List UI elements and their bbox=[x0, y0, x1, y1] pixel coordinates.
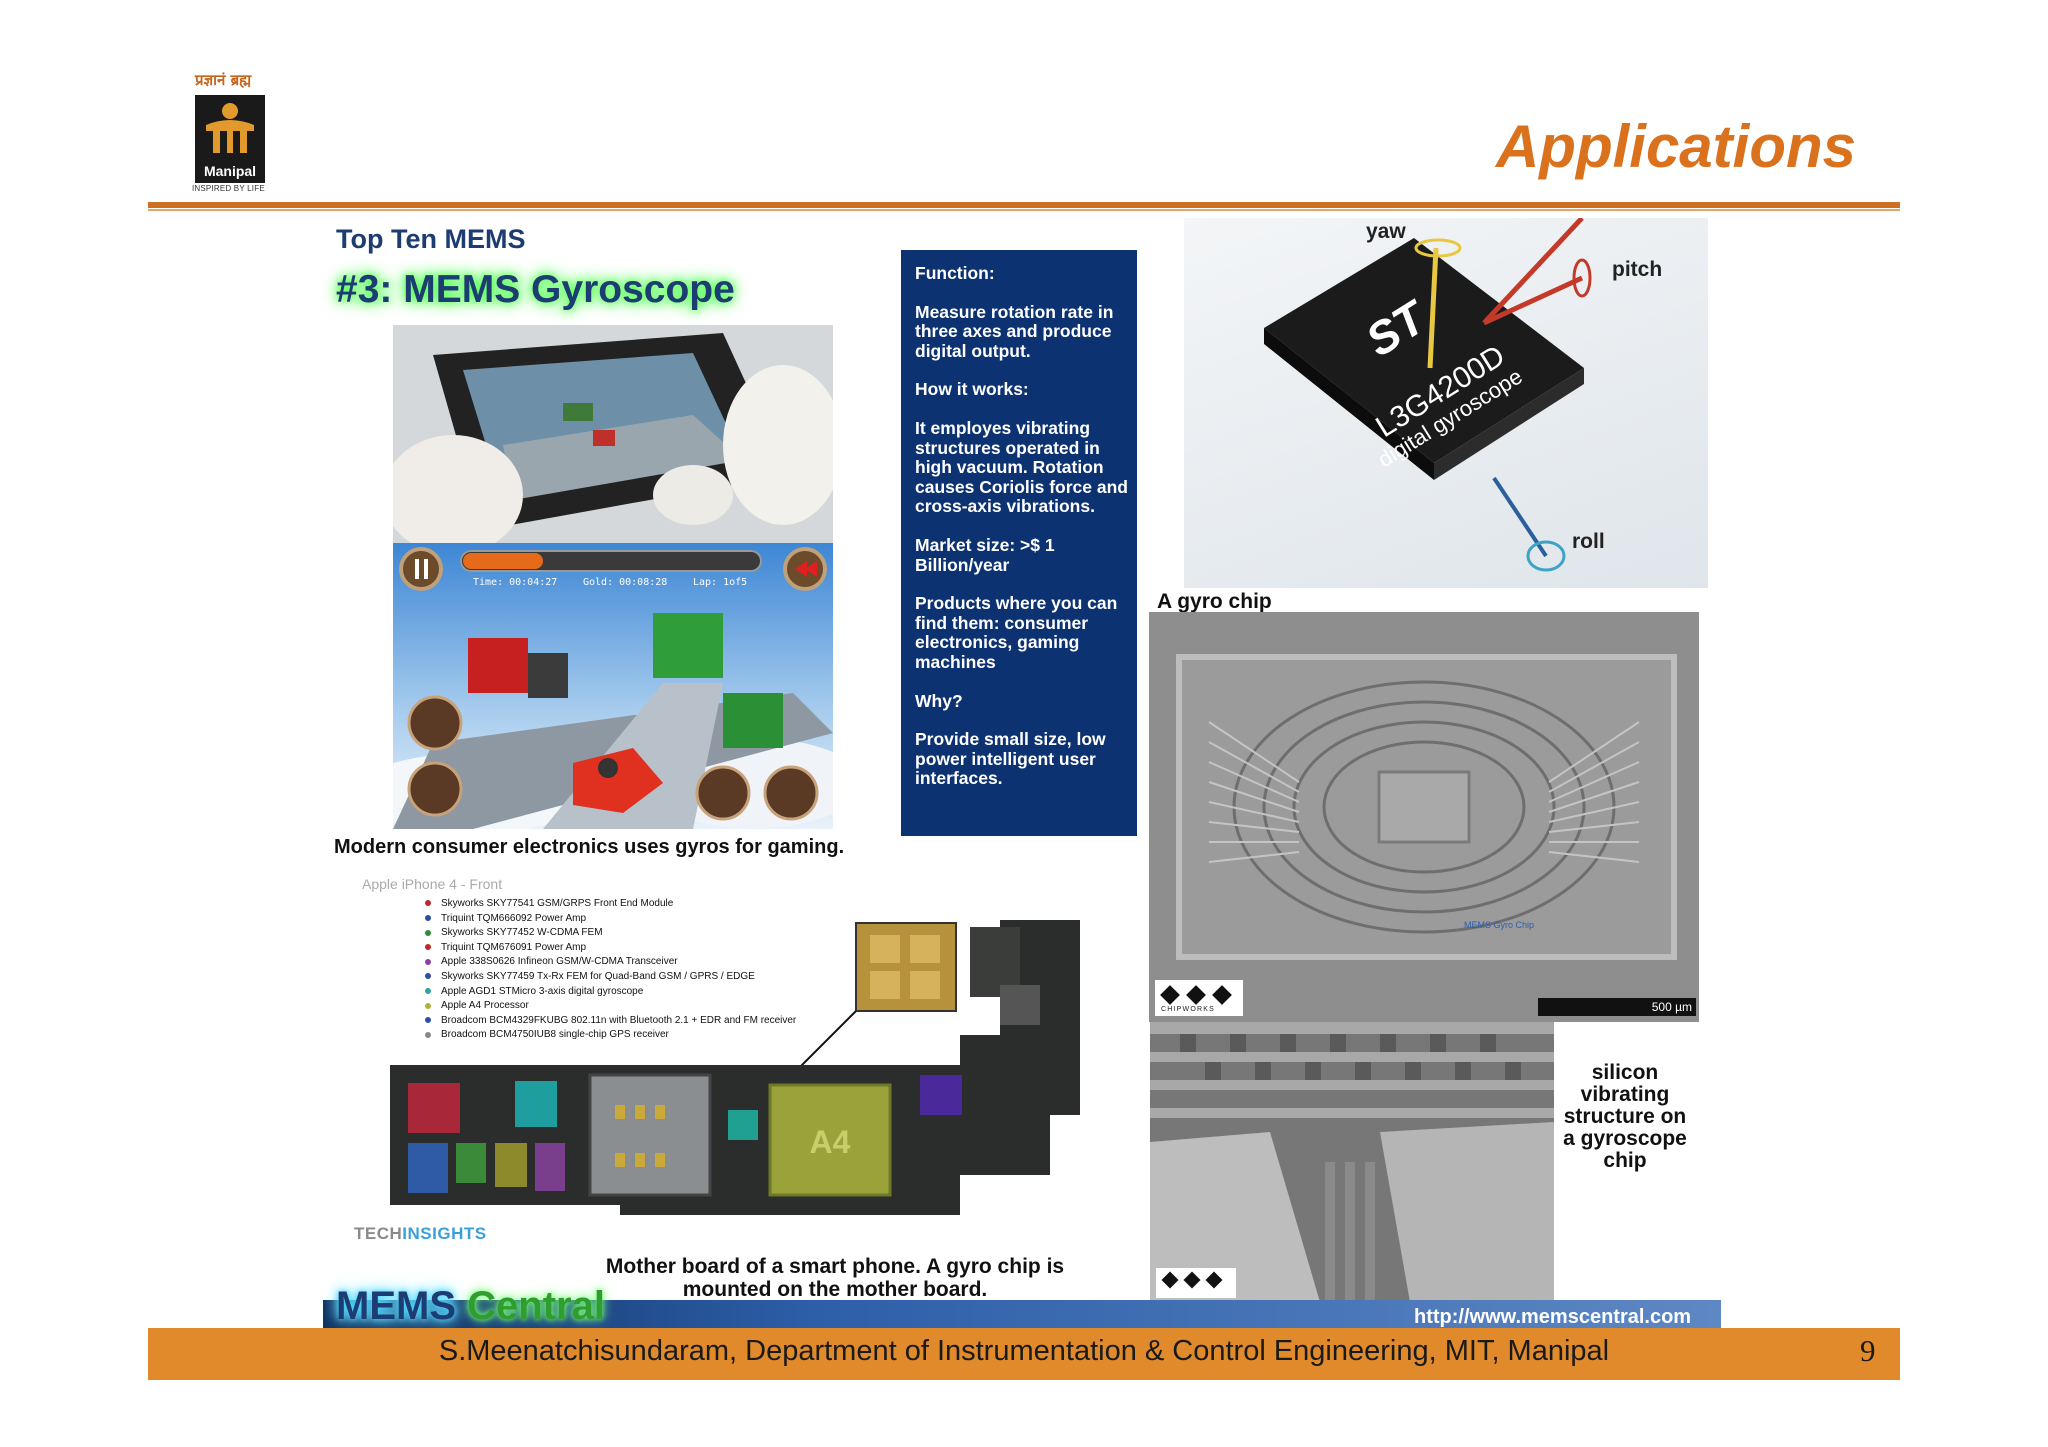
iphone-motherboard-image: A4 bbox=[360, 915, 1090, 1235]
component-dot bbox=[425, 973, 431, 980]
logo-name: Manipal bbox=[203, 163, 257, 179]
why-heading: Why? bbox=[915, 690, 963, 711]
component-legend: Skyworks SKY77541 GSM/GRPS Front End Mod… bbox=[425, 897, 796, 1043]
title-divider-light bbox=[148, 209, 1900, 211]
roll-label: roll bbox=[1572, 530, 1605, 553]
gyro-racing-game-screenshot: Time: 00:04:27 Gold: 00:08:28 Lap: 1of5 bbox=[393, 543, 833, 829]
component-dot bbox=[425, 1002, 431, 1009]
yaw-label: yaw bbox=[1366, 220, 1406, 243]
market-size: Market size: >$ 1 Billion/year bbox=[915, 534, 1055, 575]
techinsights-logo: TECHINSIGHTS bbox=[354, 1224, 487, 1243]
logo-subtitle: INSPIRED BY LIFE bbox=[192, 184, 265, 193]
how-text: It employes vibrating structures operate… bbox=[915, 417, 1128, 517]
component-dot bbox=[425, 914, 431, 921]
hud-lap: Lap: 1of5 bbox=[693, 577, 747, 588]
footer-bar bbox=[148, 1328, 1900, 1380]
component-dot bbox=[425, 1031, 431, 1038]
component-item: Broadcom BCM4750IUB8 single-chip GPS rec… bbox=[425, 1028, 796, 1043]
function-heading: Function: bbox=[915, 263, 995, 283]
how-heading: How it works: bbox=[915, 379, 1029, 400]
footer-credit: S.Meenatchisundaram, Department of Instr… bbox=[438, 1335, 1610, 1367]
mems-central-logo: MEMS Central bbox=[336, 1284, 605, 1328]
silicon-structure-caption: silicon vibrating structure on a gyrosco… bbox=[1563, 1061, 1687, 1172]
component-dot bbox=[425, 929, 431, 936]
component-item: Broadcom BCM4329FKUBG 802.11n with Bluet… bbox=[425, 1014, 796, 1029]
component-dot bbox=[425, 987, 431, 994]
mems-central-url[interactable]: http://www.memscentral.com bbox=[1414, 1306, 1692, 1328]
component-item: Apple A4 Processor bbox=[425, 999, 796, 1014]
page-number: 9 bbox=[1860, 1333, 1876, 1368]
mems-gyro-chip-label: MEMS Gyro Chip bbox=[1464, 920, 1535, 930]
chipworks-label: CHIPWORKS bbox=[1161, 1006, 1215, 1013]
gyro-chip-caption: A gyro chip bbox=[1157, 590, 1272, 613]
component-item: Triquint TQM676091 Power Amp bbox=[425, 941, 796, 956]
phone-gaming-photo bbox=[393, 325, 833, 543]
why-text: Provide small size, low power intelligen… bbox=[915, 729, 1106, 789]
component-item: Triquint TQM666092 Power Amp bbox=[425, 912, 796, 927]
a4-chip-label: A4 bbox=[810, 1124, 851, 1160]
slide-title: Applications bbox=[1495, 113, 1856, 180]
silicon-structure-sem-image bbox=[1150, 1022, 1554, 1302]
iphone-label: Apple iPhone 4 - Front bbox=[362, 876, 503, 892]
component-item: Apple 338S0626 Infineon GSM/W-CDMA Trans… bbox=[425, 955, 796, 970]
gyroscope-chip-diagram: ST L3G4200D digital gyroscope yaw pitch … bbox=[1184, 216, 1708, 588]
products-text: Products where you can find them: consum… bbox=[915, 593, 1118, 672]
component-dot bbox=[425, 958, 431, 965]
component-dot bbox=[425, 1017, 431, 1024]
logo-tagline: प्रज्ञानं ब्रह्म bbox=[195, 71, 252, 89]
title-divider bbox=[148, 202, 1900, 208]
component-item: Skyworks SKY77541 GSM/GRPS Front End Mod… bbox=[425, 897, 796, 912]
gyroscope-heading: #3: MEMS Gyroscope bbox=[336, 268, 735, 311]
hud-gold: Gold: 00:08:28 bbox=[583, 577, 667, 588]
component-item: Skyworks SKY77459 Tx-Rx FEM for Quad-Ban… bbox=[425, 970, 796, 985]
function-text: Measure rotation rate in three axes and … bbox=[915, 301, 1114, 361]
component-item: Apple AGD1 STMicro 3-axis digital gyrosc… bbox=[425, 985, 796, 1000]
motherboard-caption: Mother board of a smart phone. A gyro ch… bbox=[605, 1255, 1065, 1301]
gyro-chip-sem-image: CHIPWORKS bbox=[1149, 612, 1699, 1022]
pitch-label: pitch bbox=[1612, 258, 1663, 281]
gyroscope-info-box: Function: Measure rotation rate in three… bbox=[901, 250, 1137, 836]
scale-bar: 500 µm bbox=[1538, 998, 1696, 1016]
gaming-caption: Modern consumer electronics uses gyros f… bbox=[334, 836, 845, 858]
manipal-emblem-icon bbox=[206, 103, 254, 153]
manipal-logo: Manipal bbox=[195, 95, 265, 183]
hud-time: Time: 00:04:27 bbox=[473, 577, 557, 588]
top-ten-label: Top Ten MEMS bbox=[336, 224, 526, 254]
component-dot bbox=[425, 944, 431, 951]
component-item: Skyworks SKY77452 W-CDMA FEM bbox=[425, 926, 796, 941]
component-dot bbox=[425, 900, 431, 907]
